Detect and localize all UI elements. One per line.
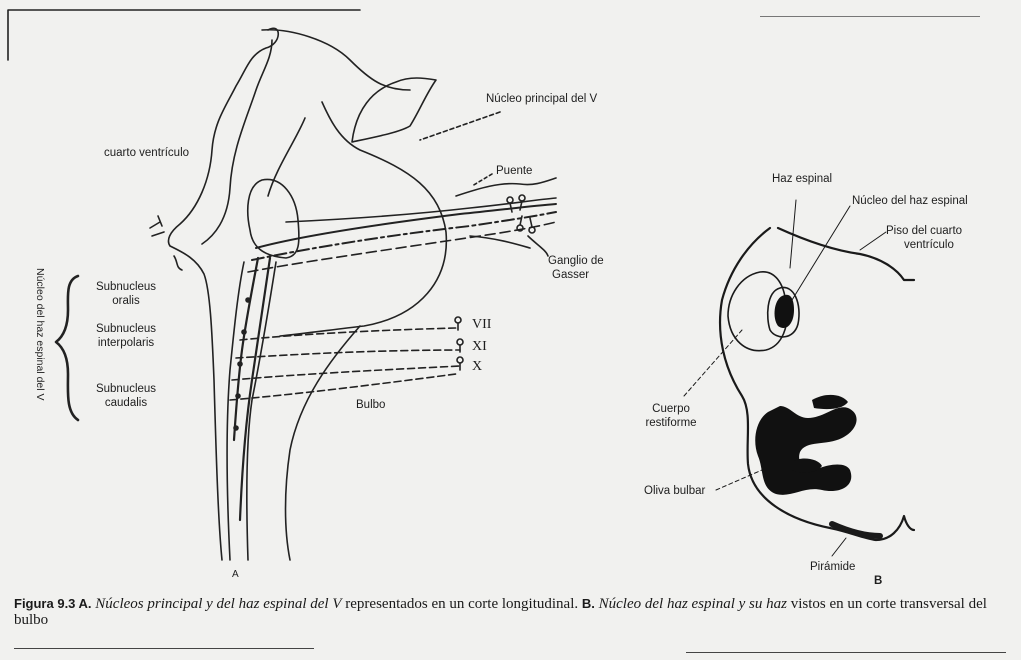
label-ganglio: Ganglio de <box>548 254 604 268</box>
label-piso-ventriculo: ventrículo <box>904 238 954 252</box>
label-gasser: Gasser <box>552 268 589 282</box>
label-subnucleus-inter-2: interpolaris <box>84 336 168 350</box>
cuerpo-leader <box>684 330 742 396</box>
label-subnucleus-oralis-2: oralis <box>86 294 166 308</box>
figure-caption: Figura 9.3 A. Núcleos principal y del ha… <box>14 596 1009 628</box>
caption-part-b-italic: Núcleo del haz espinal y su haz <box>599 596 787 612</box>
label-haz-espinal: Haz espinal <box>772 172 832 186</box>
roof-line <box>262 30 410 90</box>
gasser-leader <box>528 236 548 256</box>
fiber-x-2 <box>230 374 456 400</box>
medulla-outline <box>720 228 914 540</box>
bulbo-outline <box>286 326 361 560</box>
label-subnucleus-caud-2: caudalis <box>84 396 168 410</box>
spinal-column-right <box>247 262 276 560</box>
label-piramide: Pirámide <box>810 560 855 574</box>
label-restiforme: restiforme <box>636 416 706 430</box>
label-nucleo-haz-espinal: Núcleo del haz espinal <box>852 194 968 208</box>
fiber-xi <box>236 350 460 358</box>
synapse-glyph <box>150 216 164 236</box>
bottom-rule-right <box>686 652 1006 653</box>
label-subnucleus-inter-1: Subnucleus <box>84 322 168 336</box>
nerve-fibers <box>230 328 460 400</box>
spinal-nucleus-outline <box>248 179 299 258</box>
piso-leader <box>860 232 886 250</box>
top-rule-right <box>760 16 980 17</box>
panel-a-letter: A <box>232 568 239 582</box>
label-nucleo-principal: Núcleo principal del V <box>486 92 597 106</box>
label-subnucleus-oralis-1: Subnucleus <box>86 280 166 294</box>
label-subnucleus-caud-1: Subnucleus <box>84 382 168 396</box>
spinal-tract-fibers <box>234 258 270 520</box>
subnucleus-brace <box>56 276 78 420</box>
caption-part-a-italic: Núcleos principal y del haz espinal del … <box>95 596 341 612</box>
puente-leader <box>472 174 492 186</box>
panel-b-letter: B <box>874 574 882 588</box>
oliva-bulbar-blob <box>755 406 856 495</box>
label-cuarto-ventriculo: cuarto ventrículo <box>104 146 189 160</box>
pons-surface-lower <box>470 236 530 248</box>
label-cuerpo: Cuerpo <box>636 402 706 416</box>
fiber-x <box>232 366 460 380</box>
trigeminal-root-3 <box>248 222 556 272</box>
frame-corner <box>8 10 360 60</box>
nucleo-haz-leader <box>792 206 850 300</box>
piramide-leader <box>832 538 846 556</box>
label-nerve-x: X <box>472 360 482 374</box>
nerve-cells <box>455 317 463 370</box>
label-bulbo: Bulbo <box>356 398 385 412</box>
ventricle-outline <box>168 28 278 560</box>
pyramid-thick <box>832 524 880 536</box>
caption-b-letter: B. <box>582 596 595 611</box>
caption-part-a-rest: representados en un corte longitudinal. <box>345 596 578 612</box>
label-puente: Puente <box>496 164 532 178</box>
synapse-glyph-2 <box>174 256 182 270</box>
oliva-lobule-1 <box>812 395 848 409</box>
spinal-nucleus-blob <box>775 295 794 328</box>
nucleo-principal-leader <box>420 112 500 140</box>
label-nucleo-haz-vertical: Núcleo del haz espinal del V <box>34 268 46 401</box>
bottom-rule-left <box>14 648 314 649</box>
label-piso-cuarto: Piso del cuarto <box>886 224 962 238</box>
fiber-vii <box>240 328 456 340</box>
pons-surface-upper <box>456 178 556 196</box>
label-nerve-vii: VII <box>472 318 491 332</box>
caption-fig-number: Figura 9.3 A. <box>14 596 92 611</box>
label-oliva-bulbar: Oliva bulbar <box>644 484 705 498</box>
label-nerve-xi: XI <box>472 340 487 354</box>
